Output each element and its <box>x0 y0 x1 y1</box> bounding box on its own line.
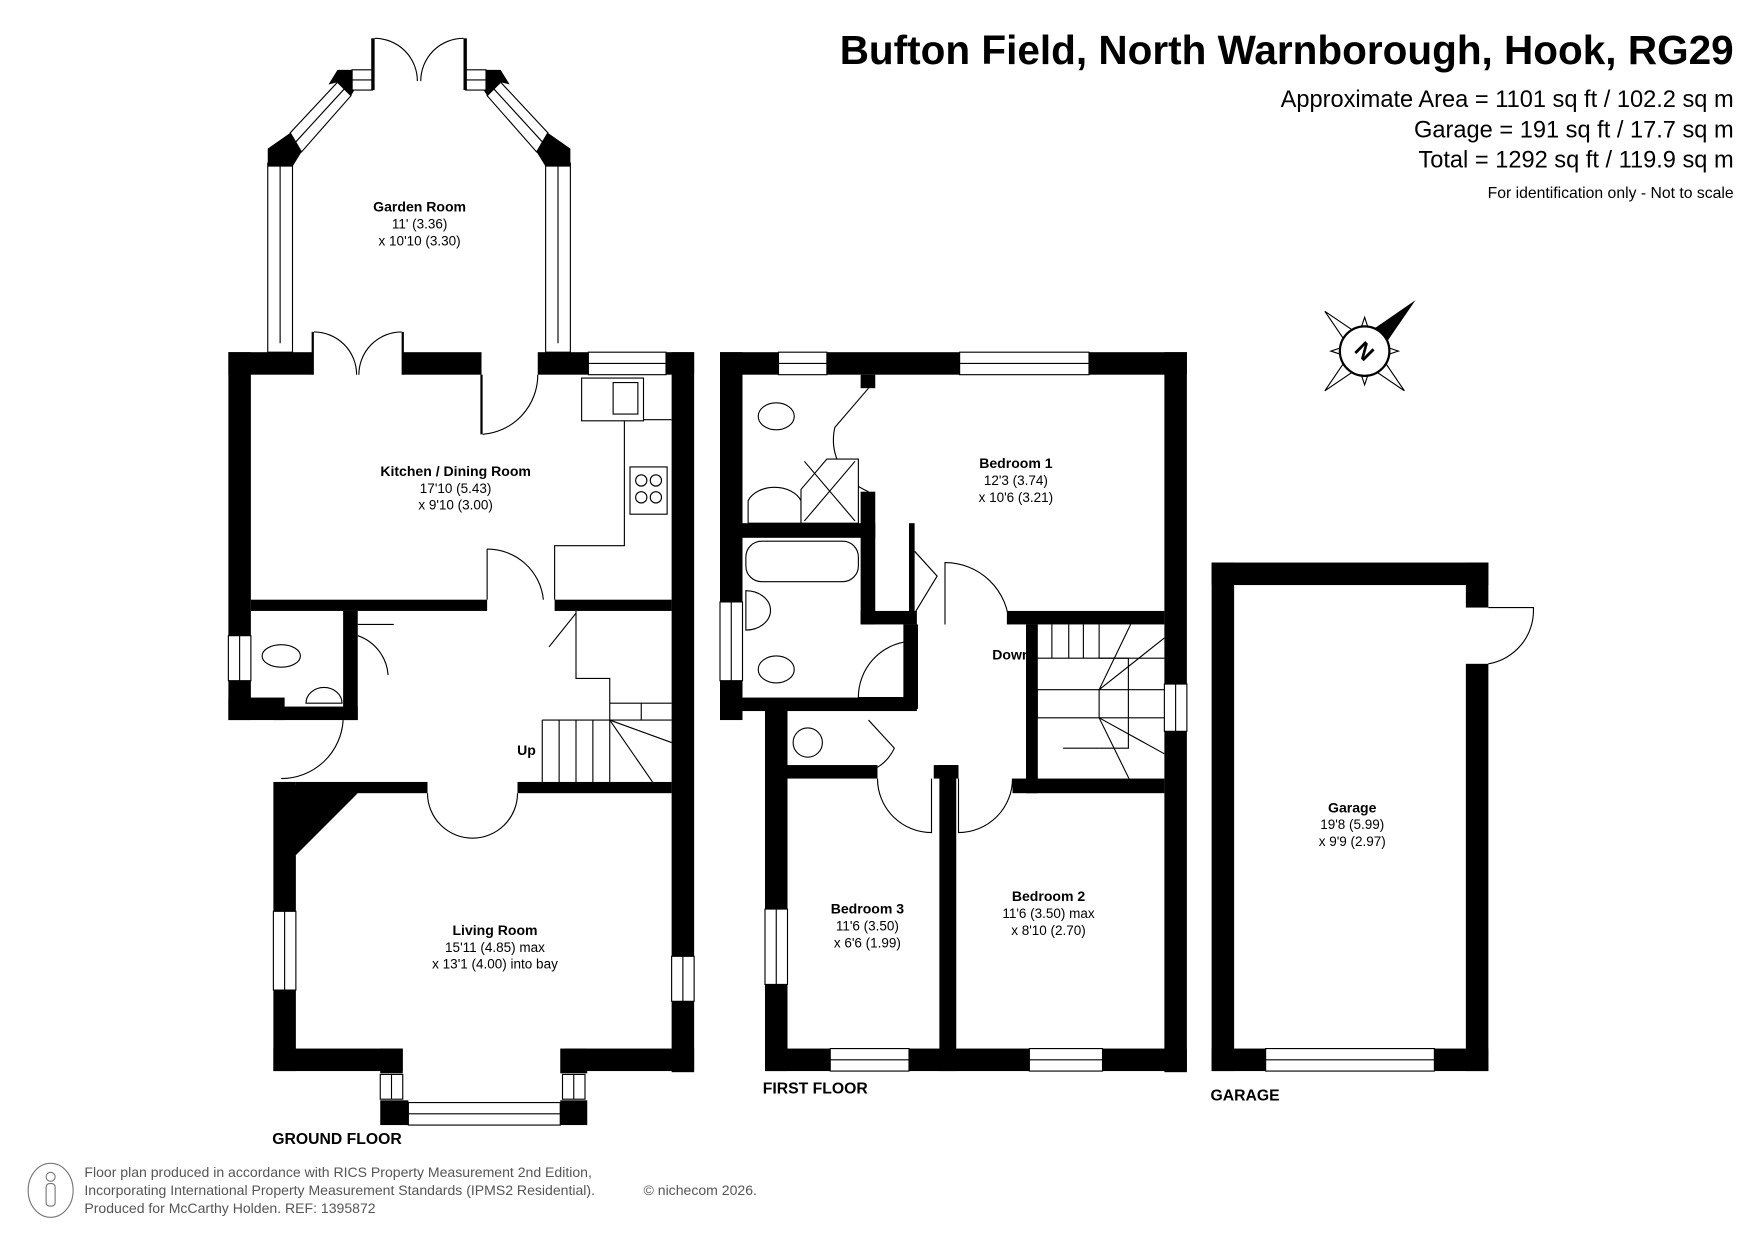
room-dim: 12'3 (3.74) <box>984 473 1048 488</box>
room-bedroom-1: Bedroom 1 12'3 (3.74) x 10'6 (3.21) <box>979 455 1054 505</box>
room-dim: x 6'6 (1.99) <box>834 935 901 950</box>
footer: Floor plan produced in accordance with R… <box>27 1162 757 1218</box>
garage-label: GARAGE <box>1211 1087 1280 1104</box>
footer-line-2: Incorporating International Property Mea… <box>84 1182 595 1198</box>
footer-line-3: Produced for McCarthy Holden. REF: 13958… <box>84 1200 375 1216</box>
room-name: Garage <box>1328 799 1377 815</box>
compass-icon: N <box>1324 300 1416 392</box>
room-dim: 17'10 (5.43) <box>420 481 492 496</box>
stairs-ground: Up <box>517 610 672 783</box>
room-dim: x 10'6 (3.21) <box>979 490 1054 505</box>
room-dim: x 9'10 (3.00) <box>418 498 493 513</box>
total-area: Total = 1292 sq ft / 119.9 sq m <box>1418 148 1733 174</box>
first-floor-label: FIRST FLOOR <box>763 1081 869 1098</box>
room-dim: x 13'1 (4.00) into bay <box>432 957 558 972</box>
room-dim: 11'6 (3.50) <box>836 918 899 933</box>
room-dim: x 9'9 (2.97) <box>1319 834 1386 849</box>
stairs-down-label: Down <box>992 646 1030 662</box>
room-bedroom-3: Bedroom 3 11'6 (3.50) x 6'6 (1.99) <box>831 901 905 951</box>
room-dim: 15'11 (4.85) max <box>445 940 545 955</box>
room-name: Kitchen / Dining Room <box>380 463 531 479</box>
room-name: Bedroom 3 <box>831 901 905 917</box>
footer-copyright: © nichecom 2026. <box>644 1182 757 1198</box>
garage-area: Garage = 191 sq ft / 17.7 sq m <box>1414 117 1734 143</box>
room-kitchen: Kitchen / Dining Room 17'10 (5.43) x 9'1… <box>380 463 531 513</box>
room-dim: 19'8 (5.99) <box>1320 817 1384 832</box>
room-living: Living Room 15'11 (4.85) max x 13'1 (4.0… <box>432 922 558 972</box>
approx-area: Approximate Area = 1101 sq ft / 102.2 sq… <box>1281 87 1734 113</box>
ground-floor-label: GROUND FLOOR <box>272 1131 402 1148</box>
garage: Garage 19'8 (5.99) x 9'9 (2.97) GARAGE <box>1211 562 1534 1104</box>
room-name: Living Room <box>452 922 537 938</box>
room-name: Garden Room <box>373 199 466 215</box>
stairs-first: Down <box>992 624 1165 794</box>
header: Bufton Field, North Warnborough, Hook, R… <box>840 27 1734 202</box>
disclaimer: For identification only - Not to scale <box>1488 185 1734 202</box>
room-name: Bedroom 2 <box>1012 888 1086 904</box>
room-dim: x 10'10 (3.30) <box>379 233 461 248</box>
ipms-person-icon <box>27 1162 74 1218</box>
footer-line-1: Floor plan produced in accordance with R… <box>84 1164 592 1180</box>
room-dim: 11' (3.36) <box>392 216 448 231</box>
room-garden-room: Garden Room 11' (3.36) x 10'10 (3.30) <box>373 199 466 249</box>
room-dim: 11'6 (3.50) max <box>1002 906 1095 921</box>
stairs-up-label: Up <box>517 742 536 758</box>
room-bedroom-2: Bedroom 2 11'6 (3.50) max x 8'10 (2.70) <box>1002 888 1095 938</box>
room-name: Bedroom 1 <box>979 455 1053 471</box>
first-floor: Down Bedroom 1 12'3 (3.74) x 10'6 (3.21)… <box>719 351 1188 1098</box>
room-garage: Garage 19'8 (5.99) x 9'9 (2.97) <box>1319 799 1386 849</box>
ground-floor: Up Garden Room 11' (3.36) x 10'10 (3.30)… <box>227 37 695 1148</box>
room-dim: x 8'10 (2.70) <box>1011 923 1086 938</box>
property-title: Bufton Field, North Warnborough, Hook, R… <box>840 27 1734 73</box>
